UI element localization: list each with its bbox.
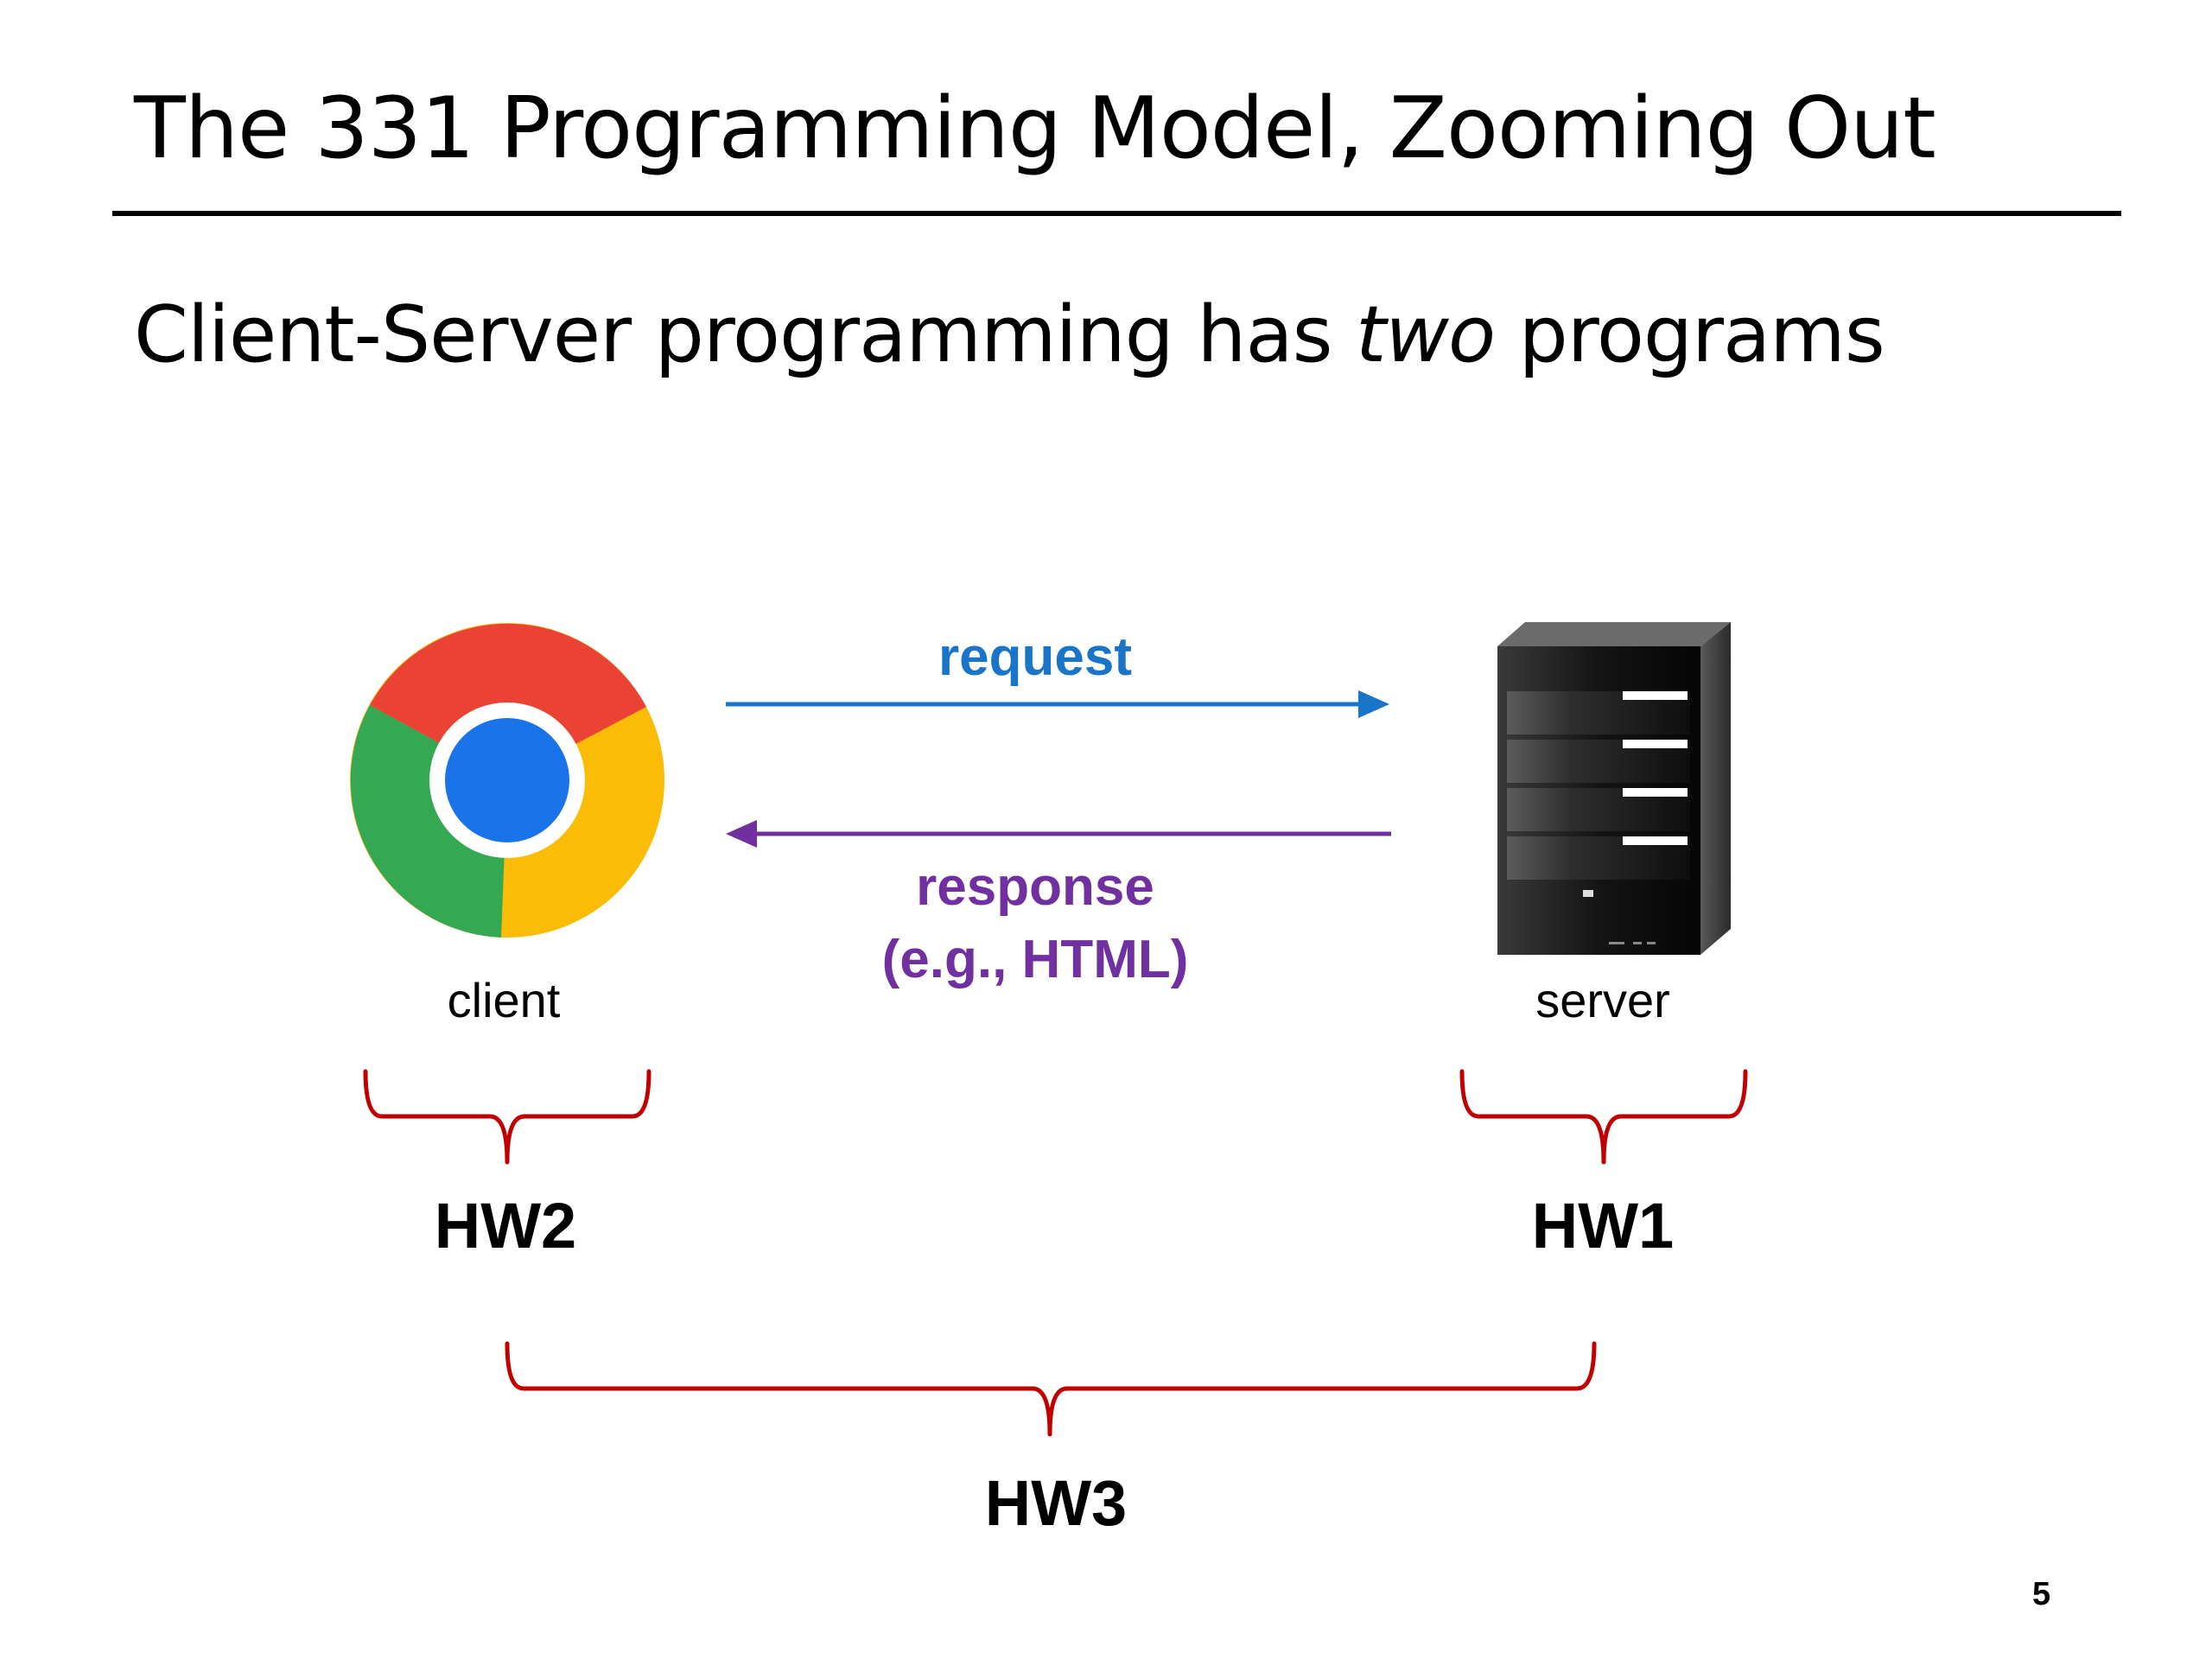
request-arrow <box>726 690 1389 718</box>
request-label: request <box>938 627 1132 687</box>
hw1-label: HW1 <box>1531 1190 1675 1262</box>
title-divider <box>112 211 2121 216</box>
combined-brace <box>505 1341 1597 1437</box>
server-brace <box>1459 1069 1748 1165</box>
page-number: 5 <box>2032 1576 2051 1612</box>
server-label: server <box>1535 973 1670 1027</box>
headline-emphasis: two <box>1356 289 1496 380</box>
slide-title: The 331 Programming Model, Zooming Out <box>134 79 1936 178</box>
response-arrow <box>726 820 1391 848</box>
hw2-label: HW2 <box>434 1190 577 1262</box>
headline-before: Client-Server programming has <box>134 289 1357 380</box>
client-brace <box>363 1069 652 1165</box>
client-label: client <box>447 973 561 1027</box>
hw3-label: HW3 <box>984 1467 1128 1539</box>
server-tower-icon <box>1497 622 1731 955</box>
response-label: response <box>916 857 1154 917</box>
slide-headline: Client-Server programming has two progra… <box>134 296 1885 374</box>
headline-after: programs <box>1495 289 1885 380</box>
response-example-label: (e.g., HTML) <box>881 930 1189 989</box>
chrome-browser-icon <box>350 623 664 938</box>
